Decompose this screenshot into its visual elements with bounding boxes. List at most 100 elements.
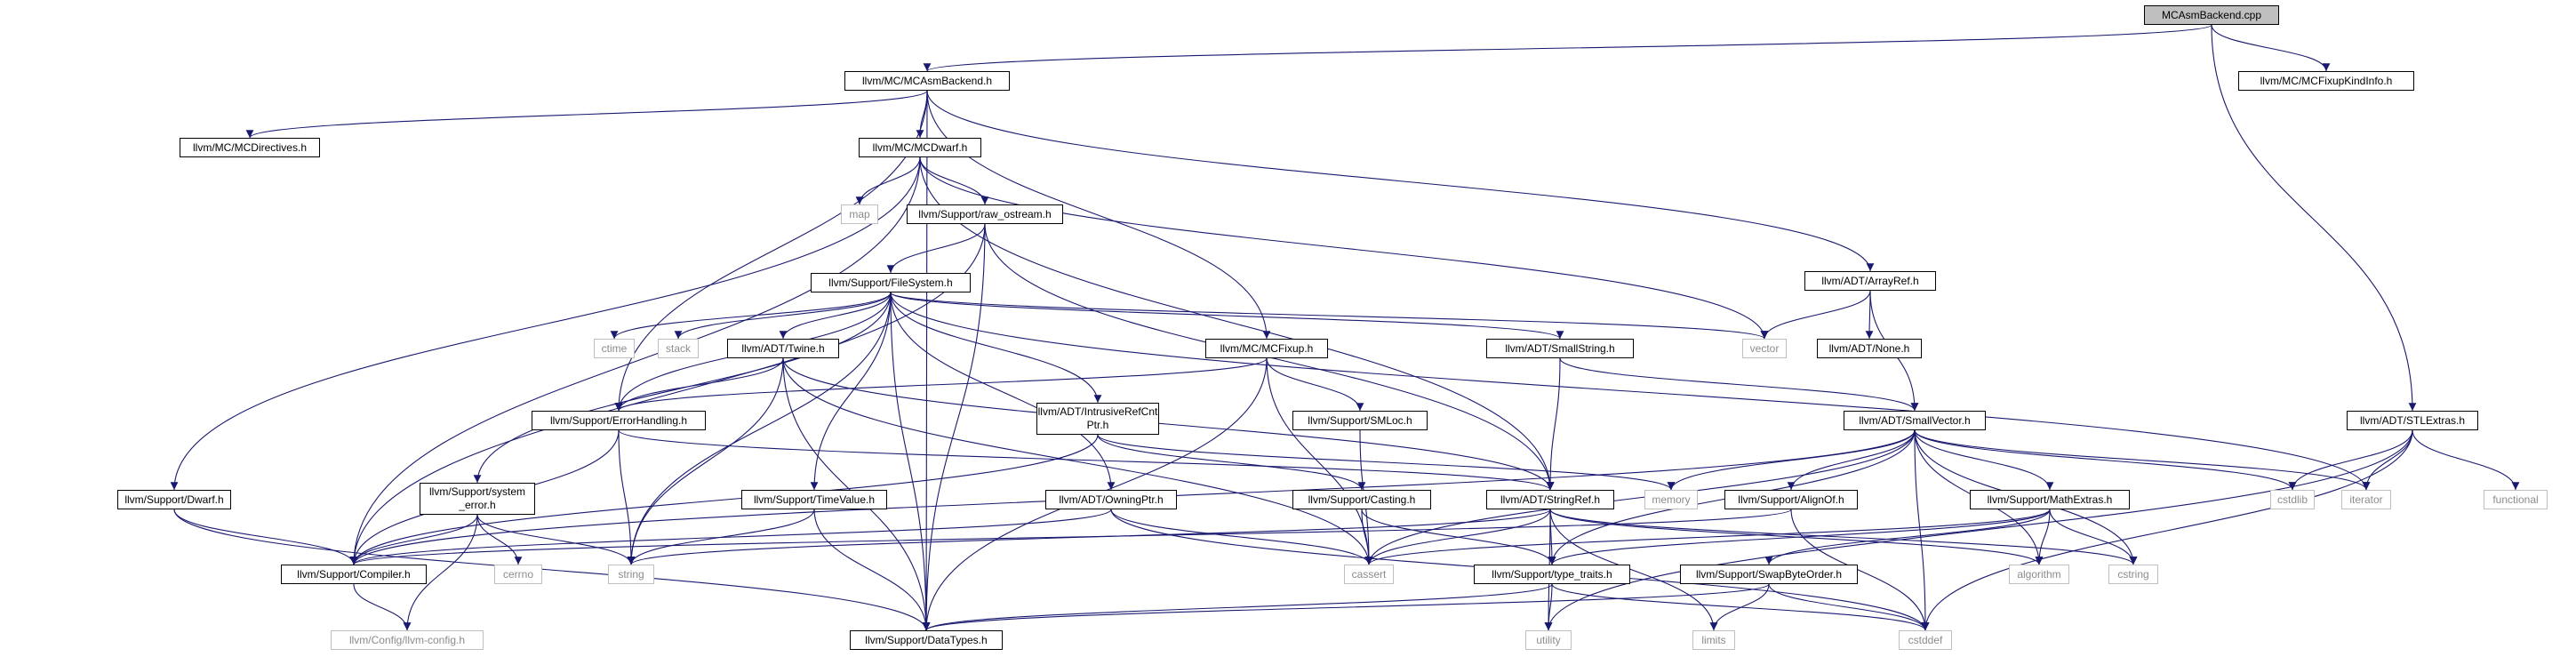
edge-filesystem-to-ctime — [610, 292, 892, 340]
edge-mathextras-to-swapbyteorder — [1764, 509, 2051, 565]
node-mcfixupkindinfo-h[interactable]: llvm/MC/MCFixupKindInfo.h — [2238, 71, 2414, 91]
node-utility: utility — [1525, 630, 1572, 650]
node-system-error-h[interactable]: llvm/Support/system _error.h — [420, 483, 535, 515]
node-mcasmbackend-h[interactable]: llvm/MC/MCAsmBackend.h — [844, 71, 1010, 91]
edge-type_traits-to-datatypes — [922, 583, 1553, 631]
node-smloc-h[interactable]: llvm/Support/SMLoc.h — [1292, 411, 1428, 430]
edge-mathextras-to-cassert — [1364, 509, 2051, 565]
node-algorithm: algorithm — [2009, 565, 2069, 584]
edge-system_error-to-llvm_config — [403, 514, 478, 631]
node-casting-h[interactable]: llvm/Support/Casting.h — [1292, 490, 1431, 509]
edge-swapbyteorder-to-datatypes — [922, 583, 1770, 631]
edge-mcasmbackend-to-arrayref — [926, 90, 1875, 272]
node-owningptr-h[interactable]: llvm/ADT/OwningPtr.h — [1045, 490, 1177, 509]
node-map: map — [841, 204, 878, 224]
edge-timevalue-to-datatypes — [813, 509, 931, 631]
node-smallstring-h[interactable]: llvm/ADT/SmallString.h — [1486, 339, 1634, 358]
node-llvm-config-h: llvm/Config/llvm-config.h — [331, 630, 484, 650]
edge-filesystem-to-intrusiverefcntptr — [890, 292, 1102, 404]
edge-arrayref-to-vector — [1760, 290, 1871, 340]
edge-filesystem-to-smallstring — [890, 292, 1564, 340]
node-errorhandling-h[interactable]: llvm/Support/ErrorHandling.h — [532, 411, 706, 430]
node-raw-ostream-h[interactable]: llvm/Support/raw_ostream.h — [907, 204, 1063, 224]
node-memory: memory — [1644, 490, 1698, 509]
edge-type_traits-to-cstddef — [1551, 583, 1930, 631]
edge-filesystem-to-datatypes — [890, 292, 931, 631]
edge-errorhandling-to-stringref — [618, 429, 1555, 491]
node-smallvector-h[interactable]: llvm/ADT/SmallVector.h — [1844, 411, 1986, 430]
node-limits: limits — [1692, 630, 1735, 650]
node-stlextras-h[interactable]: llvm/ADT/STLExtras.h — [2347, 411, 2478, 430]
node-stack: stack — [658, 339, 699, 358]
edge-stlextras-to-iterator — [2362, 429, 2413, 491]
edge-mcfixup-to-cassert — [1266, 357, 1373, 565]
edge-system_error-to-compiler — [349, 514, 478, 565]
edge-mathextras-to-cstring — [2049, 509, 2138, 565]
edge-mcfixup-to-errorhandling — [614, 357, 1268, 412]
node-mcfixup-h[interactable]: llvm/MC/MCFixup.h — [1205, 339, 1328, 358]
edge-twine-to-string — [627, 357, 784, 565]
edge-mcdwarf-to-vector — [919, 156, 1769, 340]
node-cstdlib: cstdlib — [2270, 490, 2315, 509]
node-cstddef: cstddef — [1899, 630, 1952, 650]
edge-smallvector-to-cstddef — [1914, 429, 1930, 631]
edge-mcasmbackend-to-mcfixup — [926, 90, 1271, 340]
node-dwarf-h[interactable]: llvm/Support/Dwarf.h — [117, 490, 231, 509]
node-mcdirectives-h[interactable]: llvm/MC/MCDirectives.h — [180, 138, 320, 157]
edge-mathextras-to-algorithm — [2035, 509, 2051, 565]
edge-mcasmbackend-to-datatypes — [922, 90, 931, 631]
edge-intrusiverefcntptr-to-casting — [1097, 434, 1366, 491]
edge-type_traits-to-utility — [1544, 583, 1553, 631]
edge-raw_ostream-to-datatypes — [922, 223, 986, 631]
node-alignof-h[interactable]: llvm/Support/AlignOf.h — [1724, 490, 1858, 509]
node-timevalue-h[interactable]: llvm/Support/TimeValue.h — [741, 490, 887, 509]
edge-smallvector-to-memory — [1667, 429, 1916, 491]
node-filesystem-h[interactable]: llvm/Support/FileSystem.h — [811, 273, 971, 292]
node-iterator: iterator — [2341, 490, 2391, 509]
edge-filesystem-to-twine — [779, 292, 892, 340]
edge-mcdwarf-to-dwarf — [170, 156, 921, 491]
node-vector: vector — [1742, 339, 1787, 358]
edge-mathextras-to-type_traits — [1548, 509, 2051, 565]
edge-mcdwarf-to-compiler — [349, 156, 921, 565]
edge-dwarf-to-datatypes — [173, 509, 931, 631]
edge-swapbyteorder-to-cstddef — [1768, 583, 1930, 631]
node-mathextras-h[interactable]: llvm/Support/MathExtras.h — [1970, 490, 2130, 509]
node-intrusiverefcntptr-h[interactable]: llvm/ADT/IntrusiveRefCnt Ptr.h — [1036, 403, 1159, 435]
edge-stringref-to-cstring — [1549, 509, 2138, 565]
node-datatypes-h[interactable]: llvm/Support/DataTypes.h — [850, 630, 1003, 650]
node-string: string — [608, 565, 654, 584]
edge-system_error-to-cerrno — [476, 514, 523, 565]
edge-mcdwarf-to-raw_ostream — [919, 156, 989, 205]
edge-root-to-mcfixupkindinfo — [2211, 24, 2331, 72]
edge-dwarf-to-compiler — [173, 509, 358, 565]
node-none-h[interactable]: llvm/ADT/None.h — [1817, 339, 1922, 358]
edge-mcasmbackend-to-mcdwarf — [916, 90, 928, 139]
edge-errorhandling-to-string — [618, 429, 636, 565]
node-stringref-h[interactable]: llvm/ADT/StringRef.h — [1486, 490, 1614, 509]
node-ctime: ctime — [594, 339, 635, 358]
edge-mcfixup-to-smloc — [1266, 357, 1364, 412]
edge-root-to-stlextras — [2211, 24, 2417, 412]
edge-stlextras-to-functional — [2412, 429, 2520, 491]
node-compiler-h[interactable]: llvm/Support/Compiler.h — [281, 565, 427, 584]
node-mcdwarf-h[interactable]: llvm/MC/MCDwarf.h — [859, 138, 981, 157]
node-arrayref-h[interactable]: llvm/ADT/ArrayRef.h — [1804, 271, 1936, 291]
edge-alignof-to-cstddef — [1790, 509, 1930, 631]
node-mcasmbackend-cpp: MCAsmBackend.cpp — [2144, 5, 2279, 25]
edge-twine-to-errorhandling — [614, 357, 784, 412]
edge-smallstring-to-smallvector — [1559, 357, 1919, 412]
edge-owningptr-to-cassert — [1110, 509, 1373, 565]
edge-root-to-mcasmbackend — [924, 24, 2212, 72]
edge-filesystem-to-string — [627, 292, 892, 565]
edge-intrusiverefcntptr-to-compiler — [349, 434, 1099, 565]
edge-filesystem-to-owningptr — [890, 292, 1116, 491]
edge-smallvector-to-iterator — [1914, 429, 2371, 491]
node-twine-h[interactable]: llvm/ADT/Twine.h — [727, 339, 839, 358]
edge-alignof-to-compiler — [350, 509, 1792, 565]
node-swapbyteorder-h[interactable]: llvm/Support/SwapByteOrder.h — [1680, 565, 1858, 584]
node-cassert: cassert — [1344, 565, 1394, 584]
node-type-traits-h[interactable]: llvm/Support/type_traits.h — [1474, 565, 1630, 584]
edge-smallvector-to-cstdlib — [1914, 429, 2297, 491]
